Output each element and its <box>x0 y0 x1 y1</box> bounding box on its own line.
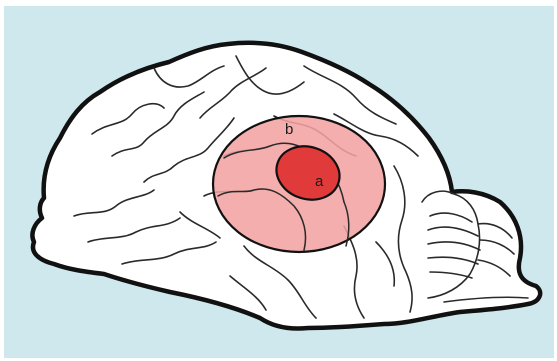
label-region-a: a <box>315 173 324 190</box>
label-region-b: b <box>285 121 293 138</box>
brain-diagram: b a <box>4 6 554 358</box>
